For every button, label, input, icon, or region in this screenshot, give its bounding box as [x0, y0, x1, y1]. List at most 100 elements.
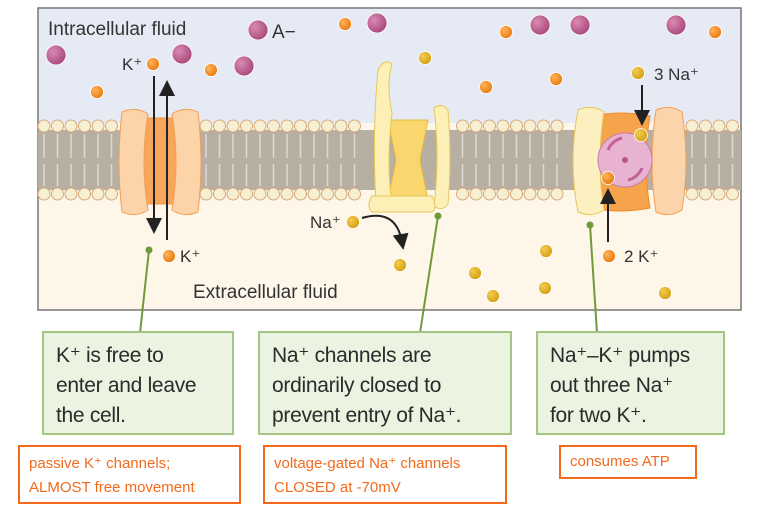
note-na-channel: voltage-gated Na⁺ channels CLOSED at -70… [263, 445, 507, 504]
note-line: passive K⁺ channels; [29, 455, 171, 472]
lipid-head [51, 187, 64, 201]
k-channel [118, 108, 202, 216]
lipid-head [537, 119, 550, 133]
potassium-ion [601, 171, 615, 185]
note-line: voltage-gated Na⁺ channels [274, 455, 461, 472]
lipid-head [91, 187, 105, 201]
callout-pointers [139, 215, 598, 334]
callout-na-channel: Na⁺ channels are ordinarily closed to pr… [258, 331, 512, 435]
lipid-head [213, 119, 226, 133]
ions [45, 12, 722, 303]
lipid-head [91, 119, 105, 133]
lipid-head [348, 119, 361, 133]
sodium-ion [393, 258, 407, 272]
sodium-ion [658, 286, 672, 300]
lipid-head [78, 119, 91, 133]
lipid-head [712, 119, 726, 133]
lipid-head [294, 119, 307, 133]
sodium-ion [634, 128, 648, 142]
lipid-head [280, 187, 294, 201]
anion-ion [366, 12, 388, 34]
lipid-head [348, 187, 361, 201]
potassium-ion [146, 57, 160, 71]
pump-k-label: 2 K⁺ [624, 247, 659, 266]
lipid-head [496, 187, 510, 201]
sodium-ion [486, 289, 500, 303]
lipid-head [726, 119, 739, 133]
intracellular-label: Intracellular fluid [48, 19, 186, 40]
extracellular-label: Extracellular fluid [193, 282, 338, 303]
k-inside-label: K⁺ [122, 55, 142, 74]
na-label: Na⁺ [310, 213, 341, 232]
lipid-head [469, 187, 483, 201]
lipid-head [523, 187, 537, 201]
callout-line: ordinarily closed to [272, 374, 442, 397]
lipid-head [510, 187, 523, 201]
pump-na-label: 3 Na⁺ [654, 65, 699, 84]
potassium-ion [162, 249, 176, 263]
lipid-head [469, 119, 483, 133]
potassium-ion [708, 25, 722, 39]
lipid-head [105, 119, 118, 133]
callout-line: Na⁺–K⁺ pumps [550, 344, 690, 367]
lipid-head [240, 119, 253, 133]
lipid-head [685, 187, 699, 201]
lipid-head [307, 119, 321, 133]
lipid-head [699, 187, 712, 201]
lipid-head [456, 119, 469, 133]
callout-line: enter and leave [56, 374, 197, 397]
note-line: consumes ATP [570, 453, 670, 470]
callout-line: out three Na⁺ [550, 374, 673, 397]
note-line: ALMOST free movement [29, 479, 195, 496]
callout-line: the cell. [56, 404, 126, 427]
callout-pump: Na⁺–K⁺ pumps out three Na⁺ for two K⁺. [536, 331, 725, 435]
lipid-head [51, 119, 64, 133]
anion-ion [569, 14, 591, 36]
lipid-head [267, 119, 280, 133]
lipid-head [267, 187, 280, 201]
potassium-ion [479, 80, 493, 94]
lipid-head [199, 187, 213, 201]
sodium-ion [346, 215, 360, 229]
lipid-head [37, 187, 51, 201]
anion-ion [529, 14, 551, 36]
note-k-channel: passive K⁺ channels; ALMOST free movemen… [18, 445, 241, 504]
lipid-head [213, 187, 226, 201]
lipid-head [253, 187, 267, 201]
lipid-head [550, 187, 564, 201]
lipid-head [240, 187, 253, 201]
anion-ion [233, 55, 255, 77]
na-k-pump [572, 106, 687, 216]
potassium-ion [338, 17, 352, 31]
lipid-head [334, 119, 348, 133]
anion-ion [171, 43, 193, 65]
lipid-head [699, 119, 712, 133]
sodium-ion [418, 51, 432, 65]
lipid-head [64, 119, 78, 133]
lipid-head [294, 187, 307, 201]
lipid-head [199, 119, 213, 133]
potassium-ion [204, 63, 218, 77]
callout-k-channel: K⁺ is free to enter and leave the cell. [42, 331, 234, 435]
potassium-ion [549, 72, 563, 86]
lipid-head [280, 119, 294, 133]
callout-line: Na⁺ channels are [272, 344, 432, 367]
lipid-head [37, 119, 51, 133]
k-outside-label: K⁺ [180, 247, 200, 266]
sodium-ion [538, 281, 552, 295]
lipid-head [78, 187, 91, 201]
lipid-head [483, 119, 496, 133]
sodium-ion [468, 266, 482, 280]
anion-ion [247, 19, 269, 41]
potassium-ion [90, 85, 104, 99]
lipid-head [226, 187, 240, 201]
anion-ion [45, 44, 67, 66]
note-pump: consumes ATP [559, 445, 697, 479]
lipid-head [64, 187, 78, 201]
sodium-ion [631, 66, 645, 80]
potassium-ion [602, 249, 616, 263]
callout-line: for two K⁺. [550, 404, 647, 427]
lipid-head [550, 119, 564, 133]
lipid-head [456, 187, 469, 201]
